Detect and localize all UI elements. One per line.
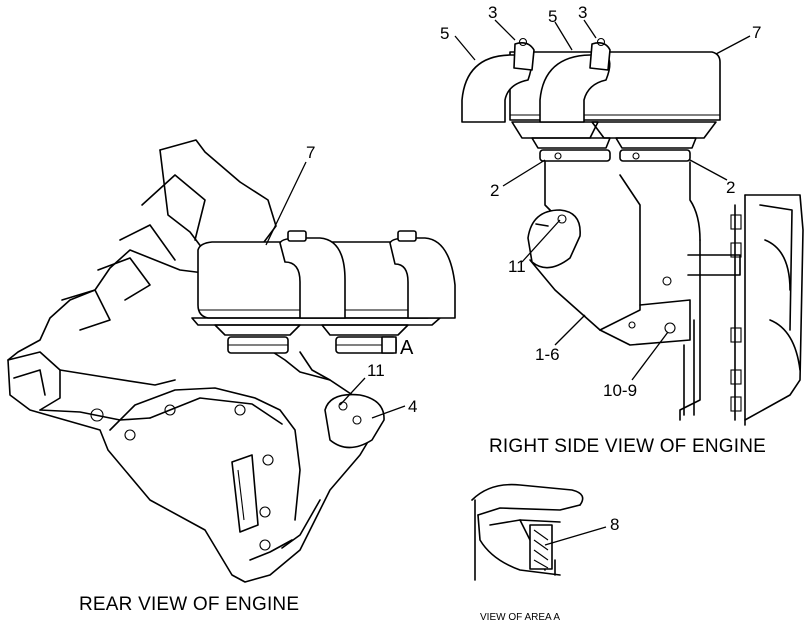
callout-4-rear: 4 — [408, 397, 417, 416]
callout-11-rear: 11 — [367, 361, 385, 380]
right-canister-11 — [527, 209, 581, 269]
rear-engine-block — [7, 139, 376, 583]
caption-view-of-area-a: VIEW OF AREA A — [480, 612, 560, 623]
callout-5-right-left: 5 — [440, 24, 449, 43]
callout-3-right-left: 3 — [488, 3, 497, 22]
rear-view-callouts: 7 11 4 A — [306, 143, 417, 416]
caption-rear-view: REAR VIEW OF ENGINE — [79, 594, 299, 615]
callout-2-right-right: 2 — [726, 178, 735, 197]
caption-right-side-view: RIGHT SIDE VIEW OF ENGINE — [489, 436, 766, 457]
leader-lines — [265, 19, 751, 546]
callout-1-6-right: 1-6 — [535, 345, 560, 364]
detail-view-area-a — [471, 483, 584, 581]
callout-3-right-right: 3 — [578, 3, 587, 22]
callout-8-detail: 8 — [610, 515, 619, 534]
callout-2-right-left: 2 — [490, 181, 499, 200]
right-side-view-drawing — [461, 37, 804, 426]
callout-11-right: 11 — [508, 257, 526, 276]
callout-5-right-right: 5 — [548, 7, 557, 26]
rear-view-drawing — [7, 139, 456, 583]
right-view-callouts: 5 3 5 3 7 2 2 11 1-6 10-9 — [440, 3, 761, 400]
callout-7-right: 7 — [752, 23, 761, 42]
callout-10-9-right: 10-9 — [603, 381, 637, 400]
area-a-marker: A — [400, 337, 414, 359]
detail-callouts: 8 — [610, 515, 619, 534]
rear-canister-4 — [324, 393, 385, 449]
callout-7-rear: 7 — [306, 143, 315, 162]
